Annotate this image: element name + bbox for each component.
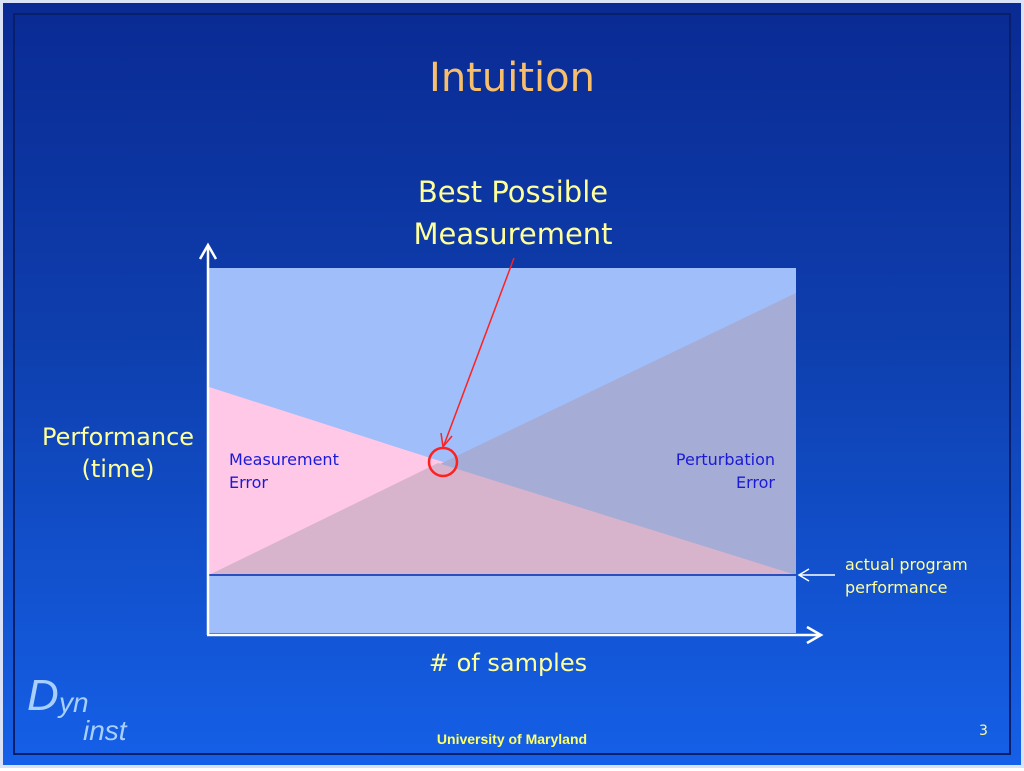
callout-line-2: Measurement	[413, 217, 613, 251]
slide-title: Intuition	[429, 55, 595, 101]
measurement-error-line-2: Error	[229, 473, 268, 492]
callout-line-1: Best Possible	[417, 175, 609, 209]
red-circle-icon	[427, 446, 459, 478]
dyninst-logo-d: D	[27, 671, 59, 720]
actual-performance-label: actual program performance	[845, 553, 968, 599]
page-number: 3	[979, 723, 988, 739]
callout-arrow	[443, 257, 515, 446]
y-axis-label-line-2: (time)	[81, 455, 155, 483]
measurement-error-label: Measurement Error	[229, 448, 339, 494]
perturbation-error-line-1: Perturbation	[675, 450, 775, 469]
actual-performance-line-1: actual program	[845, 555, 968, 574]
y-axis-label: Performance (time)	[25, 421, 211, 485]
footer-institution: University of Maryland	[436, 731, 588, 747]
perturbation-error-line-2: Error	[736, 473, 775, 492]
actual-performance-line-2: performance	[845, 578, 948, 597]
x-axis-arrowhead-icon	[806, 625, 824, 645]
overlap-region	[209, 463, 796, 575]
actual-performance-pointer-arrowhead-icon	[797, 568, 810, 582]
x-axis-label: # of samples	[428, 649, 588, 677]
intuition-diagram	[198, 242, 835, 645]
measurement-error-line-1: Measurement	[229, 450, 339, 469]
dyninst-logo-inst: inst	[83, 715, 127, 746]
y-axis-arrowhead-icon	[198, 242, 218, 260]
y-axis-label-line-1: Performance	[41, 423, 195, 451]
perturbation-error-label: Perturbation Error	[676, 448, 775, 494]
best-measurement-callout: Best Possible Measurement	[373, 171, 653, 255]
dyninst-logo-yn: yn	[59, 687, 89, 718]
